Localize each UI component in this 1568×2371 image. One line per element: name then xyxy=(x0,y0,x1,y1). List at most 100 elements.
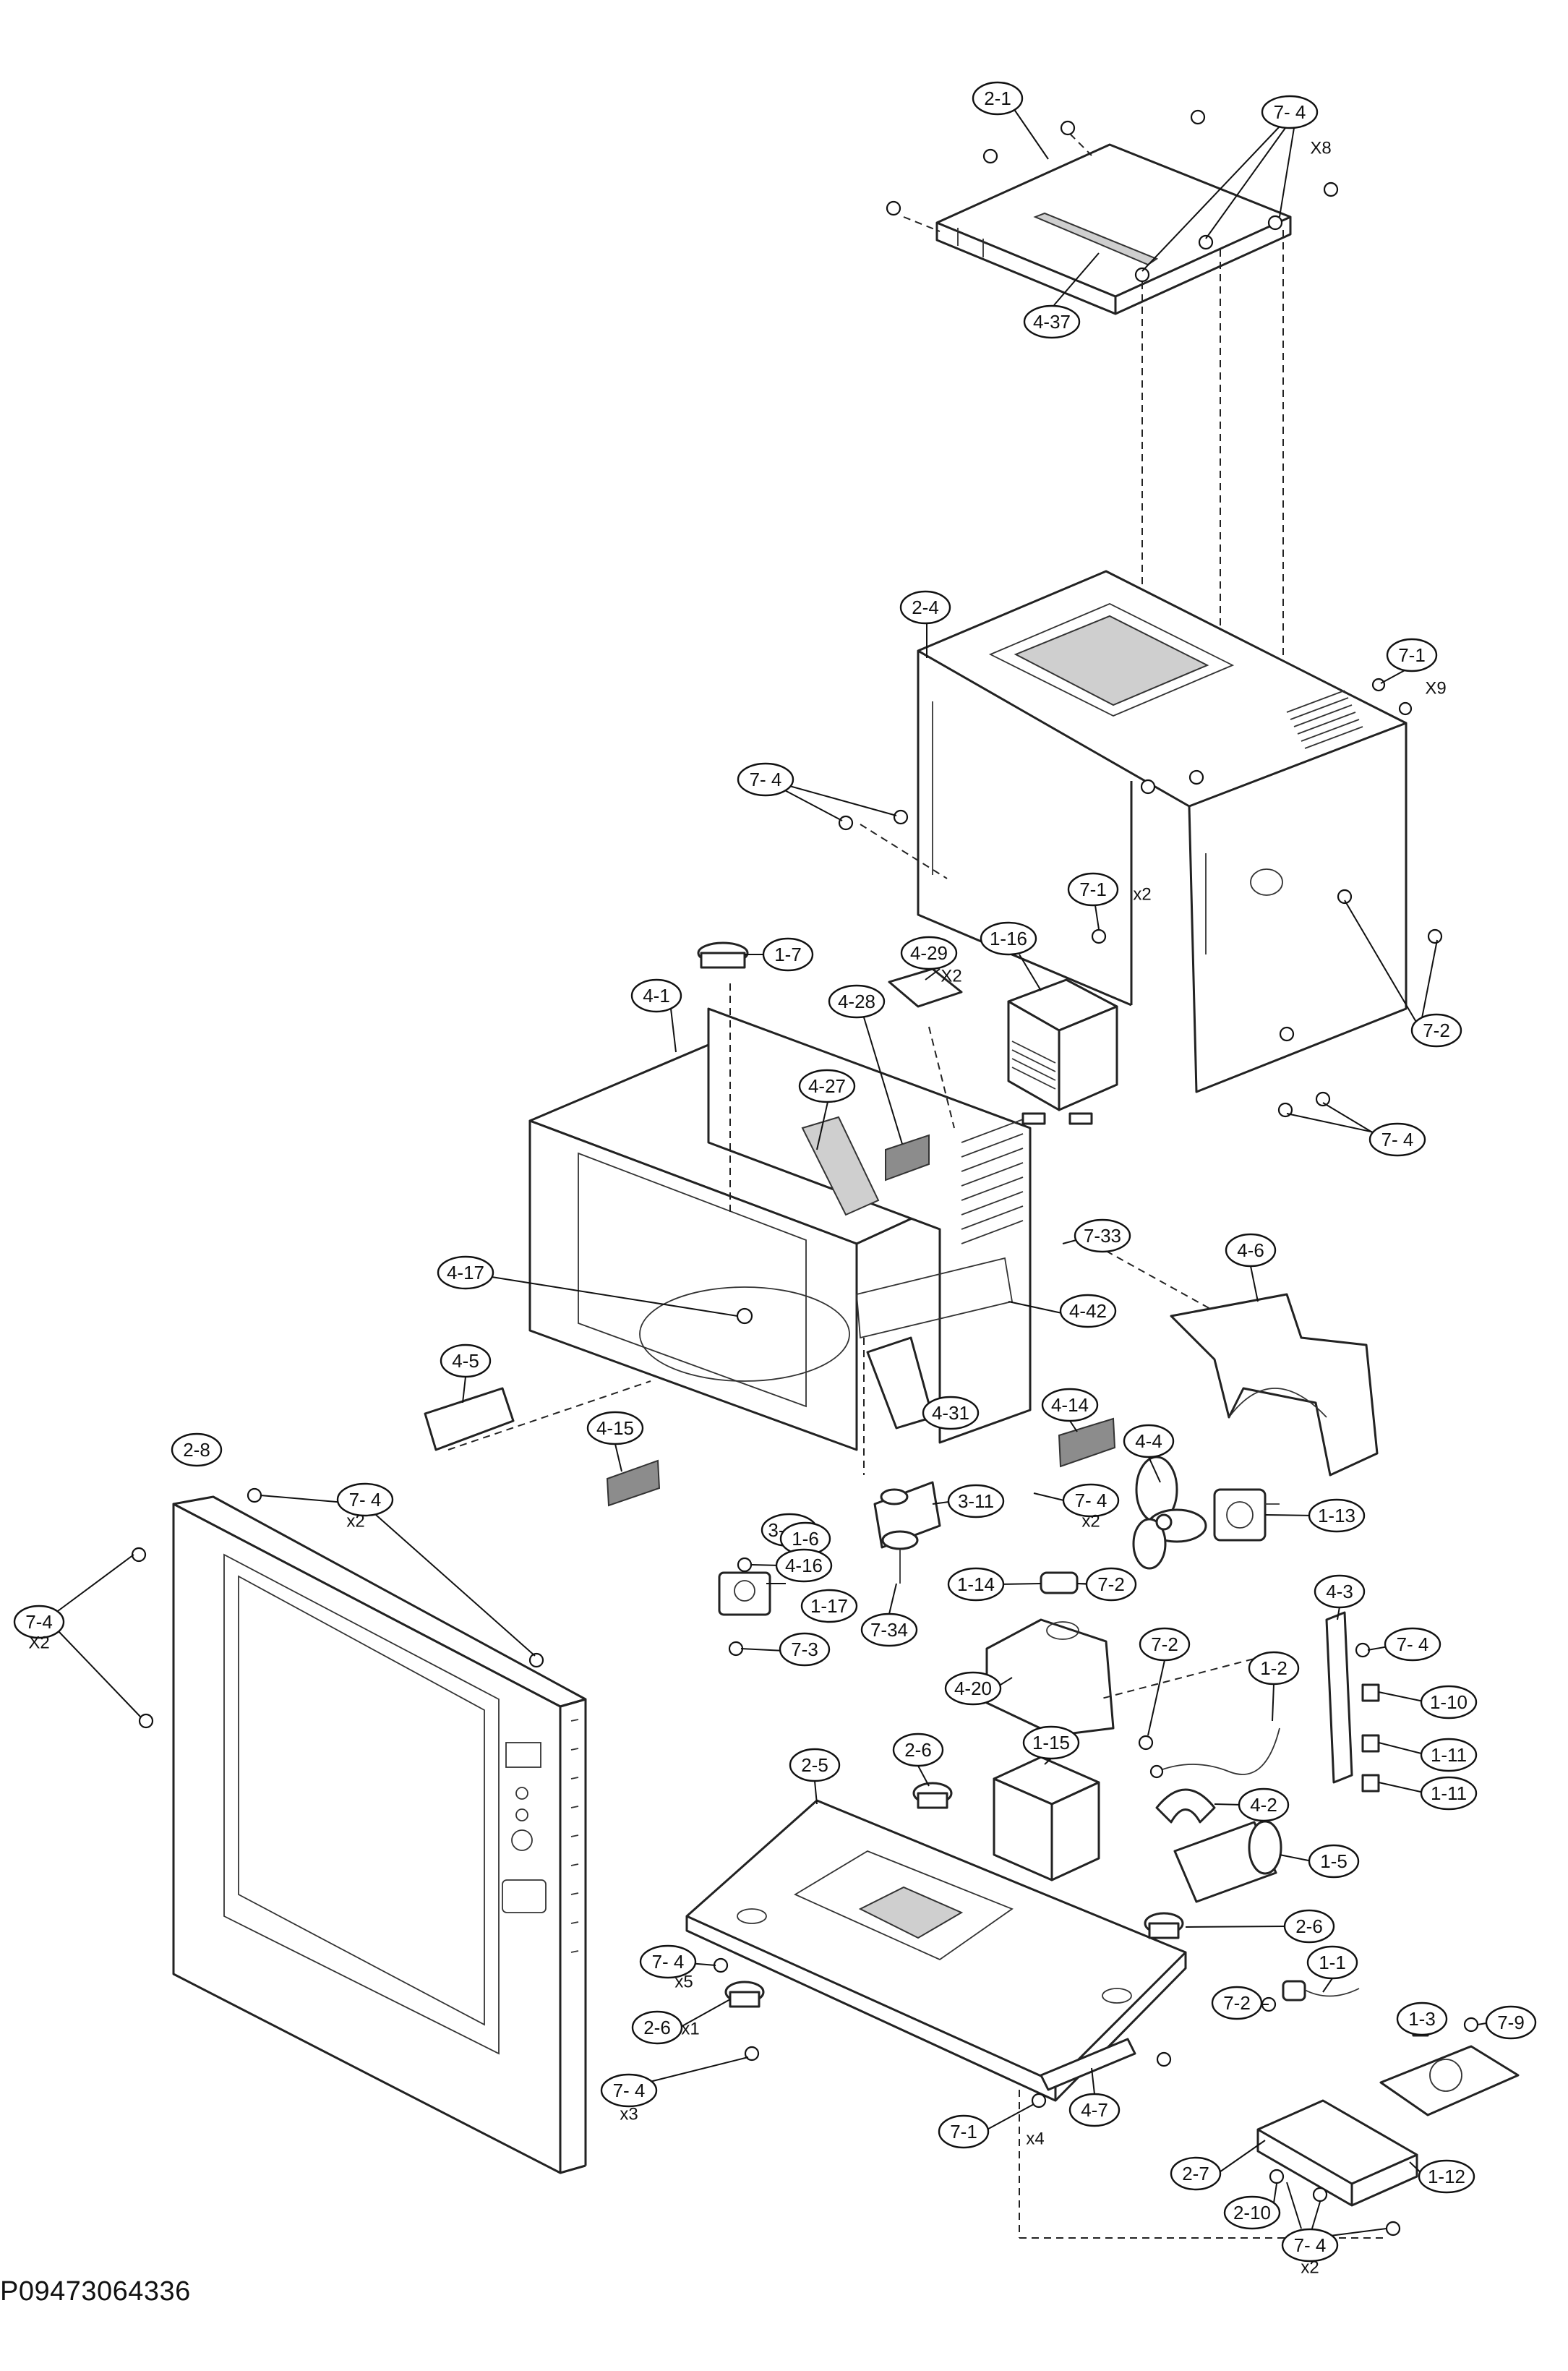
callout-text: 7-1 xyxy=(1398,644,1426,666)
callout: 1-16 xyxy=(980,921,1037,956)
callout-ellipse xyxy=(1123,1424,1175,1458)
callout-text: 7- 4 xyxy=(1075,1490,1108,1511)
callout: 7- 4 xyxy=(1281,2228,1339,2263)
quantity-label: x2 xyxy=(1133,885,1151,905)
quantity-label: x5 xyxy=(674,1973,693,1992)
callout-ellipse xyxy=(1410,1013,1462,1048)
callout-ellipse xyxy=(1420,1738,1478,1772)
callout-ellipse xyxy=(1308,1844,1360,1879)
callout-ellipse xyxy=(947,1567,1005,1602)
callout: 4-5 xyxy=(440,1343,492,1378)
callout: 4-27 xyxy=(798,1069,856,1103)
callout: 7-1 xyxy=(938,2114,990,2149)
magnetron-fins xyxy=(1011,1041,1056,1090)
feet-2-6 xyxy=(724,1782,1184,2008)
callout-text: 4-42 xyxy=(1069,1300,1107,1322)
callout: 7-1 xyxy=(1386,638,1438,672)
callout: 7-4 xyxy=(13,1605,65,1639)
callout: 2-7 xyxy=(1170,2156,1222,2191)
top-cover-dashed-guides xyxy=(903,133,1284,766)
thermal-cutout-1-6 xyxy=(881,1530,919,1584)
callout-text: 2-8 xyxy=(183,1439,210,1461)
callout: 4-4 xyxy=(1123,1424,1175,1458)
callout: 7-33 xyxy=(1074,1218,1131,1253)
callout-text: 7-34 xyxy=(870,1619,908,1641)
callout: 4-28 xyxy=(828,984,886,1019)
thermostat-1-7 xyxy=(697,941,749,969)
callout-ellipse xyxy=(1067,872,1119,907)
callout: 7-1 xyxy=(1067,872,1119,907)
callout-labels: 2-17- 44-372-47-17- 47-14-291-161-72-84-… xyxy=(13,81,1537,2263)
cavity-vent-grille xyxy=(961,1119,1024,1244)
callout-text: 1-15 xyxy=(1032,1732,1070,1753)
callout-text: 7-3 xyxy=(791,1639,818,1660)
cavity-waveguide-cover xyxy=(801,1116,880,1216)
top-cover-part xyxy=(935,143,1292,315)
insulation-pad-4-29 xyxy=(888,967,963,1008)
callout-text: 2-6 xyxy=(1295,1915,1323,1937)
callout-text: 2-4 xyxy=(912,597,939,618)
door-side-vents xyxy=(570,1719,579,1953)
wire-harness-1-2 xyxy=(1149,1727,1280,1779)
callout-ellipse xyxy=(944,1671,1002,1706)
callout: 4-14 xyxy=(1041,1388,1099,1422)
cavity-insulation-4-15 xyxy=(606,1459,661,1507)
callout: 2-5 xyxy=(789,1748,841,1782)
top-cover-seal-strip xyxy=(1033,212,1159,266)
callout-ellipse xyxy=(762,937,814,972)
callout: 7-2 xyxy=(1085,1567,1137,1602)
callout: 7-3 xyxy=(779,1632,831,1667)
door-open-button xyxy=(502,1879,547,1913)
callout-text: 7-2 xyxy=(1223,1992,1251,2014)
callout-ellipse xyxy=(1368,1122,1426,1157)
base-screws xyxy=(713,1957,1172,2109)
callout-text: 4-4 xyxy=(1135,1430,1162,1452)
callout: 1-7 xyxy=(762,937,814,972)
callout-ellipse xyxy=(1238,1787,1290,1822)
callout-ellipse xyxy=(980,921,1037,956)
callout: 2-10 xyxy=(1223,2195,1281,2230)
callout: 4-3 xyxy=(1314,1574,1366,1609)
callout-text: 1-13 xyxy=(1318,1505,1355,1526)
callout-text: 7-1 xyxy=(950,2121,977,2143)
callout-text: 7-33 xyxy=(1084,1225,1121,1247)
callout-ellipse xyxy=(1384,1627,1441,1662)
callout: 2-8 xyxy=(171,1432,223,1467)
callout-text: 7- 4 xyxy=(652,1951,685,1973)
callout: 2-6 xyxy=(1283,1909,1335,1944)
callout-text: 2-6 xyxy=(904,1739,932,1761)
callout-ellipse xyxy=(1062,1483,1120,1518)
callout: 1-11 xyxy=(1420,1738,1478,1772)
callout: 7-2 xyxy=(1139,1627,1191,1662)
cavity-insulation-pad xyxy=(885,1134,930,1182)
callout: 1-10 xyxy=(1420,1685,1478,1719)
callout: 4-31 xyxy=(922,1396,980,1430)
callout: 7-2 xyxy=(1410,1013,1462,1048)
callout-text: 1-3 xyxy=(1408,2008,1436,2030)
callout-ellipse xyxy=(1308,1498,1366,1533)
callout: 1-5 xyxy=(1308,1844,1360,1879)
base-rail-4-7 xyxy=(1040,2038,1136,2091)
callout: 4-16 xyxy=(775,1548,833,1583)
cavity-dashed-guides xyxy=(447,983,1302,1475)
callout-ellipse xyxy=(1211,1986,1263,2020)
callout: 7- 4 xyxy=(1368,1122,1426,1157)
callout-text: 7- 4 xyxy=(750,769,782,790)
callout: 4-15 xyxy=(586,1411,644,1445)
callout: 4-42 xyxy=(1059,1294,1117,1328)
callout: 1-14 xyxy=(947,1567,1005,1602)
callout-ellipse xyxy=(586,1411,644,1445)
callout-text: 4-31 xyxy=(932,1402,969,1424)
callout-text: 1-14 xyxy=(957,1573,995,1595)
callout-ellipse xyxy=(1023,304,1081,339)
callout-ellipse xyxy=(1314,1574,1366,1609)
callout: 1-3 xyxy=(1396,2002,1448,2036)
door-frame-2-8 xyxy=(172,1495,587,2174)
callout-ellipse xyxy=(1283,1909,1335,1944)
callout-ellipse xyxy=(775,1548,833,1583)
callout-text: 4-29 xyxy=(910,942,948,964)
cavity-insulation-4-14 xyxy=(1058,1417,1116,1468)
callout: 4-37 xyxy=(1023,304,1081,339)
callout-text: 4-37 xyxy=(1033,311,1071,333)
